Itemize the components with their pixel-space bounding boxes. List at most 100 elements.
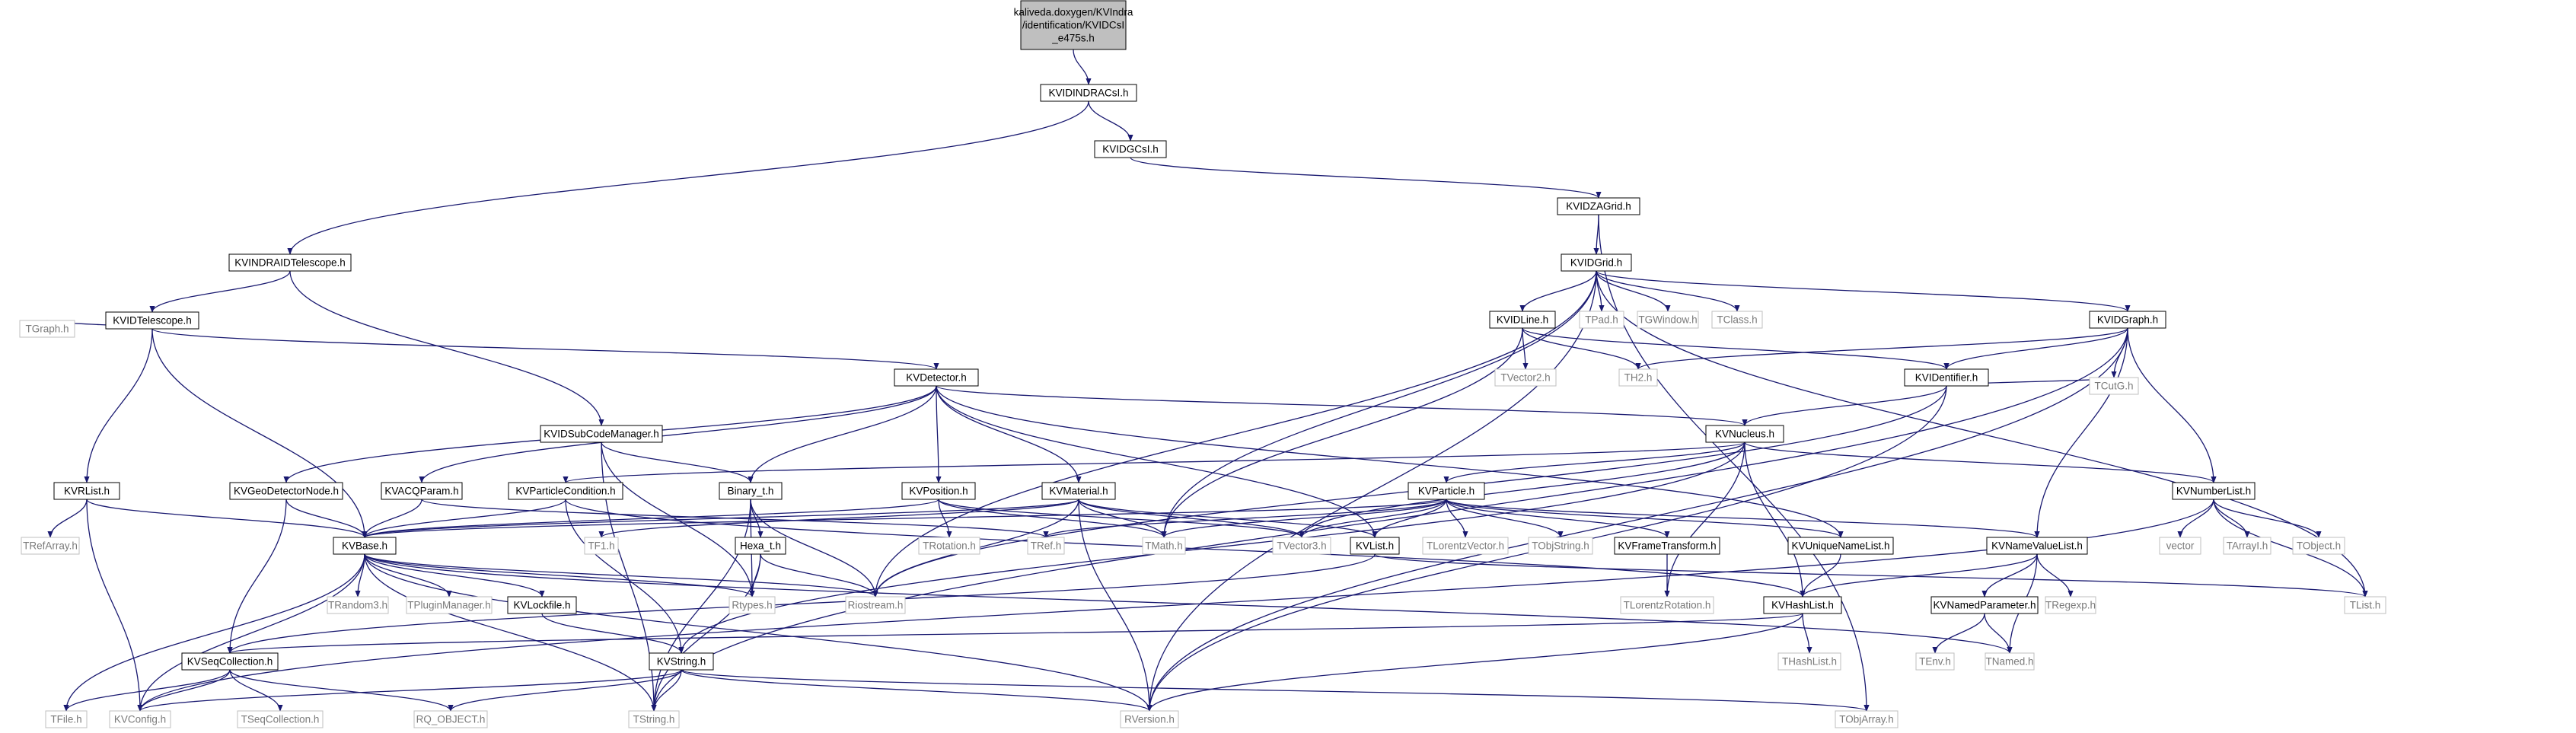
node-box-TGraph — [19, 320, 75, 338]
node-KVNumberList[interactable]: KVNumberList.h — [2172, 482, 2256, 500]
edge-KVString-to-RVersion — [681, 669, 1153, 712]
node-label-TRegexp: TRegexp.h — [2045, 600, 2096, 611]
node-KVINDRAIDTelescope[interactable]: KVINDRAIDTelescope.h — [228, 253, 352, 272]
node-label-KVSeqCollection: KVSeqCollection.h — [187, 656, 273, 668]
node-KVUniqueNameList[interactable]: KVUniqueNameList.h — [1787, 537, 1894, 555]
node-TPluginManager: TPluginManager.h — [406, 596, 493, 614]
edge-Hexa_t-to-Rtypes — [749, 553, 761, 598]
edge-KVIDLine-to-TMath — [1161, 327, 1523, 538]
node-TObject: TObject.h — [2292, 537, 2345, 555]
edge-KVNumberList-to-TList — [2213, 499, 2368, 598]
node-label-KVNameValueList: KVNameValueList.h — [1991, 540, 2083, 552]
node-TLorentzRotation: TLorentzRotation.h — [1620, 596, 1714, 614]
node-box-KVIDGrid — [1561, 253, 1632, 272]
node-box-KVINDRAIDTelescope — [228, 253, 352, 272]
node-label-TNamed: TNamed.h — [1985, 656, 2033, 668]
node-TObjArray: TObjArray.h — [1835, 710, 1899, 728]
edge-KVList-to-TList — [1374, 553, 2368, 598]
node-KVMaterial[interactable]: KVMaterial.h — [1041, 482, 1116, 500]
node-label-Riostream: Riostream.h — [848, 600, 904, 611]
node-label-TPad: TPad.h — [1585, 314, 1618, 326]
node-box-RVersion — [1120, 710, 1179, 728]
node-label-KVFrameTransform: KVFrameTransform.h — [1618, 540, 1716, 552]
node-label-TVector2: TVector2.h — [1500, 372, 1550, 384]
node-KVList[interactable]: KVList.h — [1350, 537, 1400, 555]
node-label-RQ_OBJECT: RQ_OBJECT.h — [416, 714, 486, 725]
node-KVIDSubCodeManager[interactable]: KVIDSubCodeManager.h — [540, 425, 663, 443]
node-label-TLorentzVector: TLorentzVector.h — [1427, 540, 1504, 552]
node-TFile: TFile.h — [45, 710, 88, 728]
node-KVACQParam[interactable]: KVACQParam.h — [381, 482, 463, 500]
edge-KVIDentifier-to-KVNucleus — [1742, 385, 1947, 426]
node-KVNamedParameter[interactable]: KVNamedParameter.h — [1930, 596, 2039, 614]
edge-KVNucleus-to-KVNumberList — [1744, 441, 2217, 483]
edge-KVMaterial-to-KVList — [1078, 499, 1378, 538]
node-label-TString: TString.h — [633, 714, 675, 725]
node-KVNameValueList[interactable]: KVNameValueList.h — [1986, 537, 2088, 555]
edge-KVNumberList-to-TObject — [2213, 499, 2322, 538]
node-box-KVIDGraph — [2089, 311, 2166, 329]
edge-KVPosition-to-TMath — [938, 499, 1167, 538]
edge-KVBase-to-KVConfig — [137, 553, 365, 712]
node-box-KVIDLine — [1489, 311, 1556, 329]
node-KVIDGraph[interactable]: KVIDGraph.h — [2089, 311, 2166, 329]
node-KVLockfile[interactable]: KVLockfile.h — [507, 596, 577, 614]
node-label-KVACQParam: KVACQParam.h — [384, 486, 458, 497]
node-KVIDGCsI[interactable]: KVIDGCsI.h — [1094, 140, 1167, 158]
node-TNamed: TNamed.h — [1985, 652, 2035, 671]
node-box-TRefArray — [21, 537, 80, 555]
node-KVFrameTransform[interactable]: KVFrameTransform.h — [1614, 537, 1720, 555]
edge-KVParticle-to-TMath — [1161, 499, 1447, 538]
node-box-KVIDSubCodeManager — [540, 425, 663, 443]
node-TString: TString.h — [628, 710, 680, 728]
node-label-KVPosition: KVPosition.h — [909, 486, 968, 497]
node-box-TCutG — [2089, 377, 2139, 395]
node-THashList: THashList.h — [1777, 652, 1841, 671]
node-KVIDentifier[interactable]: KVIDentifier.h — [1904, 368, 1989, 387]
node-Hexa_t[interactable]: Hexa_t.h — [735, 537, 786, 555]
node-label-KVIDTelescope: KVIDTelescope.h — [113, 315, 192, 327]
node-label-KVIDSubCodeManager: KVIDSubCodeManager.h — [544, 429, 659, 440]
node-box-KVLockfile — [507, 596, 577, 614]
node-KVBase[interactable]: KVBase.h — [333, 537, 397, 555]
edge-KVIDINDRACsI-to-KVINDRAIDTelescope — [287, 100, 1089, 255]
node-box-TClass — [1711, 311, 1763, 329]
node-box-KVGeoDetectorNode — [229, 482, 343, 500]
node-Binary_t[interactable]: Binary_t.h — [719, 482, 783, 500]
node-KVParticleCondition[interactable]: KVParticleCondition.h — [508, 482, 623, 500]
node-KVGeoDetectorNode[interactable]: KVGeoDetectorNode.h — [229, 482, 343, 500]
edge-KVIDGrid-to-RVersion — [1146, 270, 1597, 712]
node-KVParticle[interactable]: KVParticle.h — [1408, 482, 1485, 500]
node-KVIDGrid[interactable]: KVIDGrid.h — [1561, 253, 1632, 272]
node-label-KVIDGrid: KVIDGrid.h — [1570, 257, 1622, 269]
node-label-TCutG: TCutG.h — [2094, 381, 2133, 392]
node-KVIDLine[interactable]: KVIDLine.h — [1489, 311, 1556, 329]
node-KVRList[interactable]: KVRList.h — [53, 482, 120, 500]
node-KVHashList[interactable]: KVHashList.h — [1763, 596, 1842, 614]
edge-KVParticle-to-TRef — [1043, 499, 1447, 538]
edge-Hexa_t-to-Riostream — [760, 553, 878, 598]
node-TVector3: TVector3.h — [1272, 537, 1331, 555]
node-label-KVUniqueNameList: KVUniqueNameList.h — [1791, 540, 1889, 552]
node-KVIDINDRACsI[interactable]: KVIDINDRACsI.h — [1040, 84, 1137, 102]
node-box-TFile — [45, 710, 88, 728]
node-box-vector — [2159, 537, 2201, 555]
node-KVPosition[interactable]: KVPosition.h — [901, 482, 976, 500]
node-box-KVNamedParameter — [1930, 596, 2039, 614]
edge-KVIDTelescope-to-KVBase — [151, 328, 368, 538]
node-label-TVector3: TVector3.h — [1277, 540, 1326, 552]
node-KVString[interactable]: KVString.h — [649, 652, 714, 671]
node-KVIDZAGrid[interactable]: KVIDZAGrid.h — [1557, 197, 1640, 215]
edge-KVNamedParameter-to-TNamed — [1984, 613, 2013, 654]
edge-KVSeqCollection-to-RQ_OBJECT — [229, 669, 454, 712]
node-KVNucleus[interactable]: KVNucleus.h — [1705, 425, 1784, 443]
node-box-root — [1020, 0, 1127, 50]
node-label-TRef: TRef.h — [1031, 540, 1062, 552]
node-KVSeqCollection[interactable]: KVSeqCollection.h — [181, 652, 279, 671]
edge-KVIDGraph-to-KVIDentifier — [1943, 327, 2128, 370]
node-KVDetector[interactable]: KVDetector.h — [894, 368, 979, 387]
node-KVIDTelescope[interactable]: KVIDTelescope.h — [105, 311, 199, 330]
edge-KVMaterial-to-TF1 — [598, 499, 1079, 538]
node-TVector2: TVector2.h — [1494, 368, 1557, 387]
node-layer: kaliveda.doxygen/KVIndra/identification/… — [19, 0, 2386, 728]
